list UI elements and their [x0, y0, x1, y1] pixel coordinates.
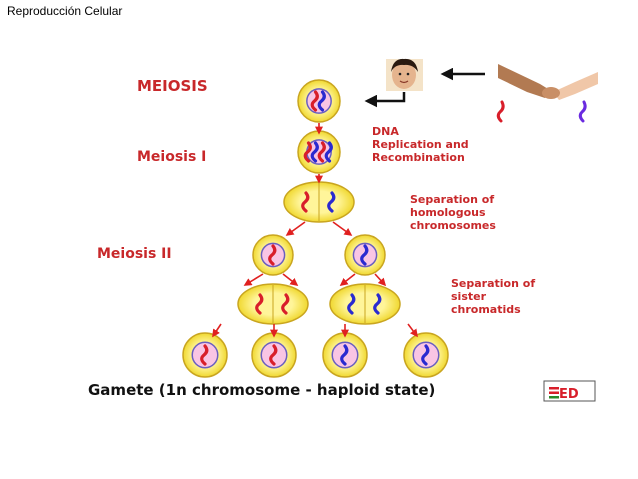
cell-replicated — [297, 130, 341, 174]
cell-parent — [297, 79, 341, 123]
arrow-right-a — [339, 273, 356, 286]
chromosome-blue-floating — [578, 100, 587, 123]
gamete-1 — [182, 332, 228, 378]
chromosome-red — [269, 344, 278, 366]
cell-daughter-left — [252, 234, 294, 276]
hands-image — [498, 64, 598, 100]
chromosome-red — [317, 141, 326, 163]
sep-homologous-line2: homologous — [410, 206, 486, 219]
chromosome-red-floating — [496, 100, 505, 123]
arrow-meiosis1-right — [332, 221, 353, 236]
meiosis-label: MEIOSIS — [137, 77, 208, 95]
ed-logo: ED — [543, 380, 596, 402]
sep-sister-line2: sister — [451, 290, 487, 303]
chromosome-red — [310, 90, 319, 112]
arrow-gamete-4 — [407, 323, 418, 338]
cell-dividing-meiosis1 — [283, 181, 355, 223]
person-portrait — [386, 58, 423, 91]
chromosome-red — [255, 293, 264, 315]
chromosome-blue — [310, 141, 319, 163]
chromosome-blue — [360, 244, 369, 266]
arrow-meiosis1-left — [285, 221, 306, 236]
gamete-caption: Gamete (1n chromosome - haploid state) — [88, 381, 435, 399]
cell-dividing-right — [329, 283, 401, 325]
chromosome-blue — [324, 141, 333, 163]
sep-sister-line3: chromatids — [451, 303, 521, 316]
chromosome-red — [303, 141, 312, 163]
chromosome-red — [301, 191, 310, 213]
chromosome-blue — [340, 344, 349, 366]
cell-nucleus — [306, 88, 332, 114]
chromosome-blue — [327, 191, 336, 213]
sep-homologous-line3: chromosomes — [410, 219, 496, 232]
gamete-4 — [403, 332, 449, 378]
chromosome-blue — [373, 293, 382, 315]
arrow-person-to-cell — [364, 92, 406, 108]
arrow-gamete-1 — [212, 323, 222, 338]
arrow-right-b — [374, 273, 387, 287]
meiosis-2-label: Meiosis II — [97, 246, 172, 262]
gamete-3 — [322, 332, 368, 378]
chromosome-blue — [317, 90, 326, 112]
slide-title: Reproducción Celular — [7, 4, 123, 18]
cell-daughter-right — [344, 234, 386, 276]
meiosis-diagram: MEIOSIS Meiosis I Meiosis II DNA Replica… — [75, 54, 601, 403]
ed-logo-text: ED — [559, 387, 579, 402]
dna-label-line1: DNA — [372, 125, 399, 138]
dna-label-line2: Replication and — [372, 138, 469, 151]
sep-homologous-line1: Separation of — [410, 193, 494, 206]
gamete-2 — [251, 332, 297, 378]
chromosome-red — [268, 244, 277, 266]
arrow-left-b — [282, 273, 299, 286]
arrow-left-a — [243, 273, 264, 286]
sep-sister-line1: Separation of — [451, 277, 535, 290]
chromosome-blue — [421, 344, 430, 366]
cell-dividing-left — [237, 283, 309, 325]
dna-label-line3: Recombination — [372, 151, 465, 164]
chromosome-blue — [347, 293, 356, 315]
chromosome-red — [200, 344, 209, 366]
chromosome-red — [281, 293, 290, 315]
meiosis-1-label: Meiosis I — [137, 149, 206, 165]
